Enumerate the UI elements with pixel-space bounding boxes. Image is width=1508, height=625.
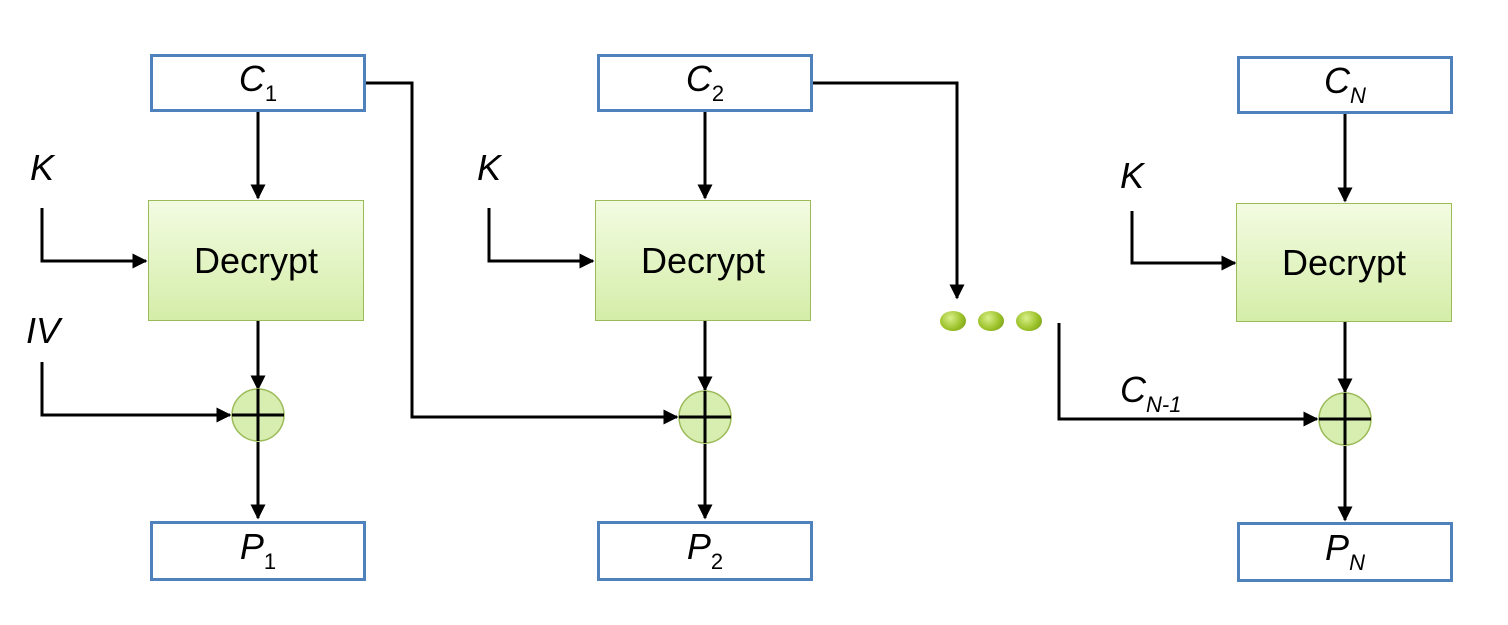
- xor-1: [231, 388, 285, 442]
- c2-chain-arrow: [813, 81, 965, 300]
- decrypt-label: Decrypt: [193, 239, 319, 281]
- ellipsis-dot-3: [1016, 311, 1042, 331]
- decrypt-block-1: Decrypt: [148, 200, 364, 321]
- k1-to-decrypt-arrow: [40, 208, 148, 269]
- ciphertext-box-1: C1: [150, 54, 366, 112]
- plaintext-box-1: P1: [150, 521, 366, 581]
- c1-chain-arrow: [366, 81, 679, 425]
- iv-to-xor-arrow: [40, 362, 232, 423]
- key-label-1: K: [30, 147, 55, 188]
- kn-to-decrypt-arrow: [1130, 211, 1237, 271]
- chain-input-label-n: CN-1: [1120, 369, 1182, 417]
- ciphertext-box-2: C2: [597, 54, 813, 112]
- decrypt-block-2: Decrypt: [595, 200, 811, 321]
- ellipsis-dot-2: [978, 311, 1004, 331]
- ciphertext-box-n: CN: [1237, 56, 1453, 114]
- cn1-chain-arrow: [1057, 323, 1319, 427]
- plaintext-box-2: P2: [597, 521, 813, 581]
- k2-to-decrypt-arrow: [487, 208, 595, 269]
- ellipsis-dot-1: [940, 311, 966, 331]
- key-label-n: K: [1120, 155, 1145, 196]
- key-label-2: K: [477, 147, 502, 188]
- xor-2: [678, 390, 732, 444]
- iv-label: IV: [26, 310, 61, 351]
- plaintext-box-n: PN: [1237, 522, 1453, 582]
- decrypt-block-n: Decrypt: [1236, 203, 1452, 322]
- decrypt-label: Decrypt: [1281, 241, 1407, 283]
- xor-n: [1318, 392, 1372, 446]
- decrypt-label: Decrypt: [640, 239, 766, 281]
